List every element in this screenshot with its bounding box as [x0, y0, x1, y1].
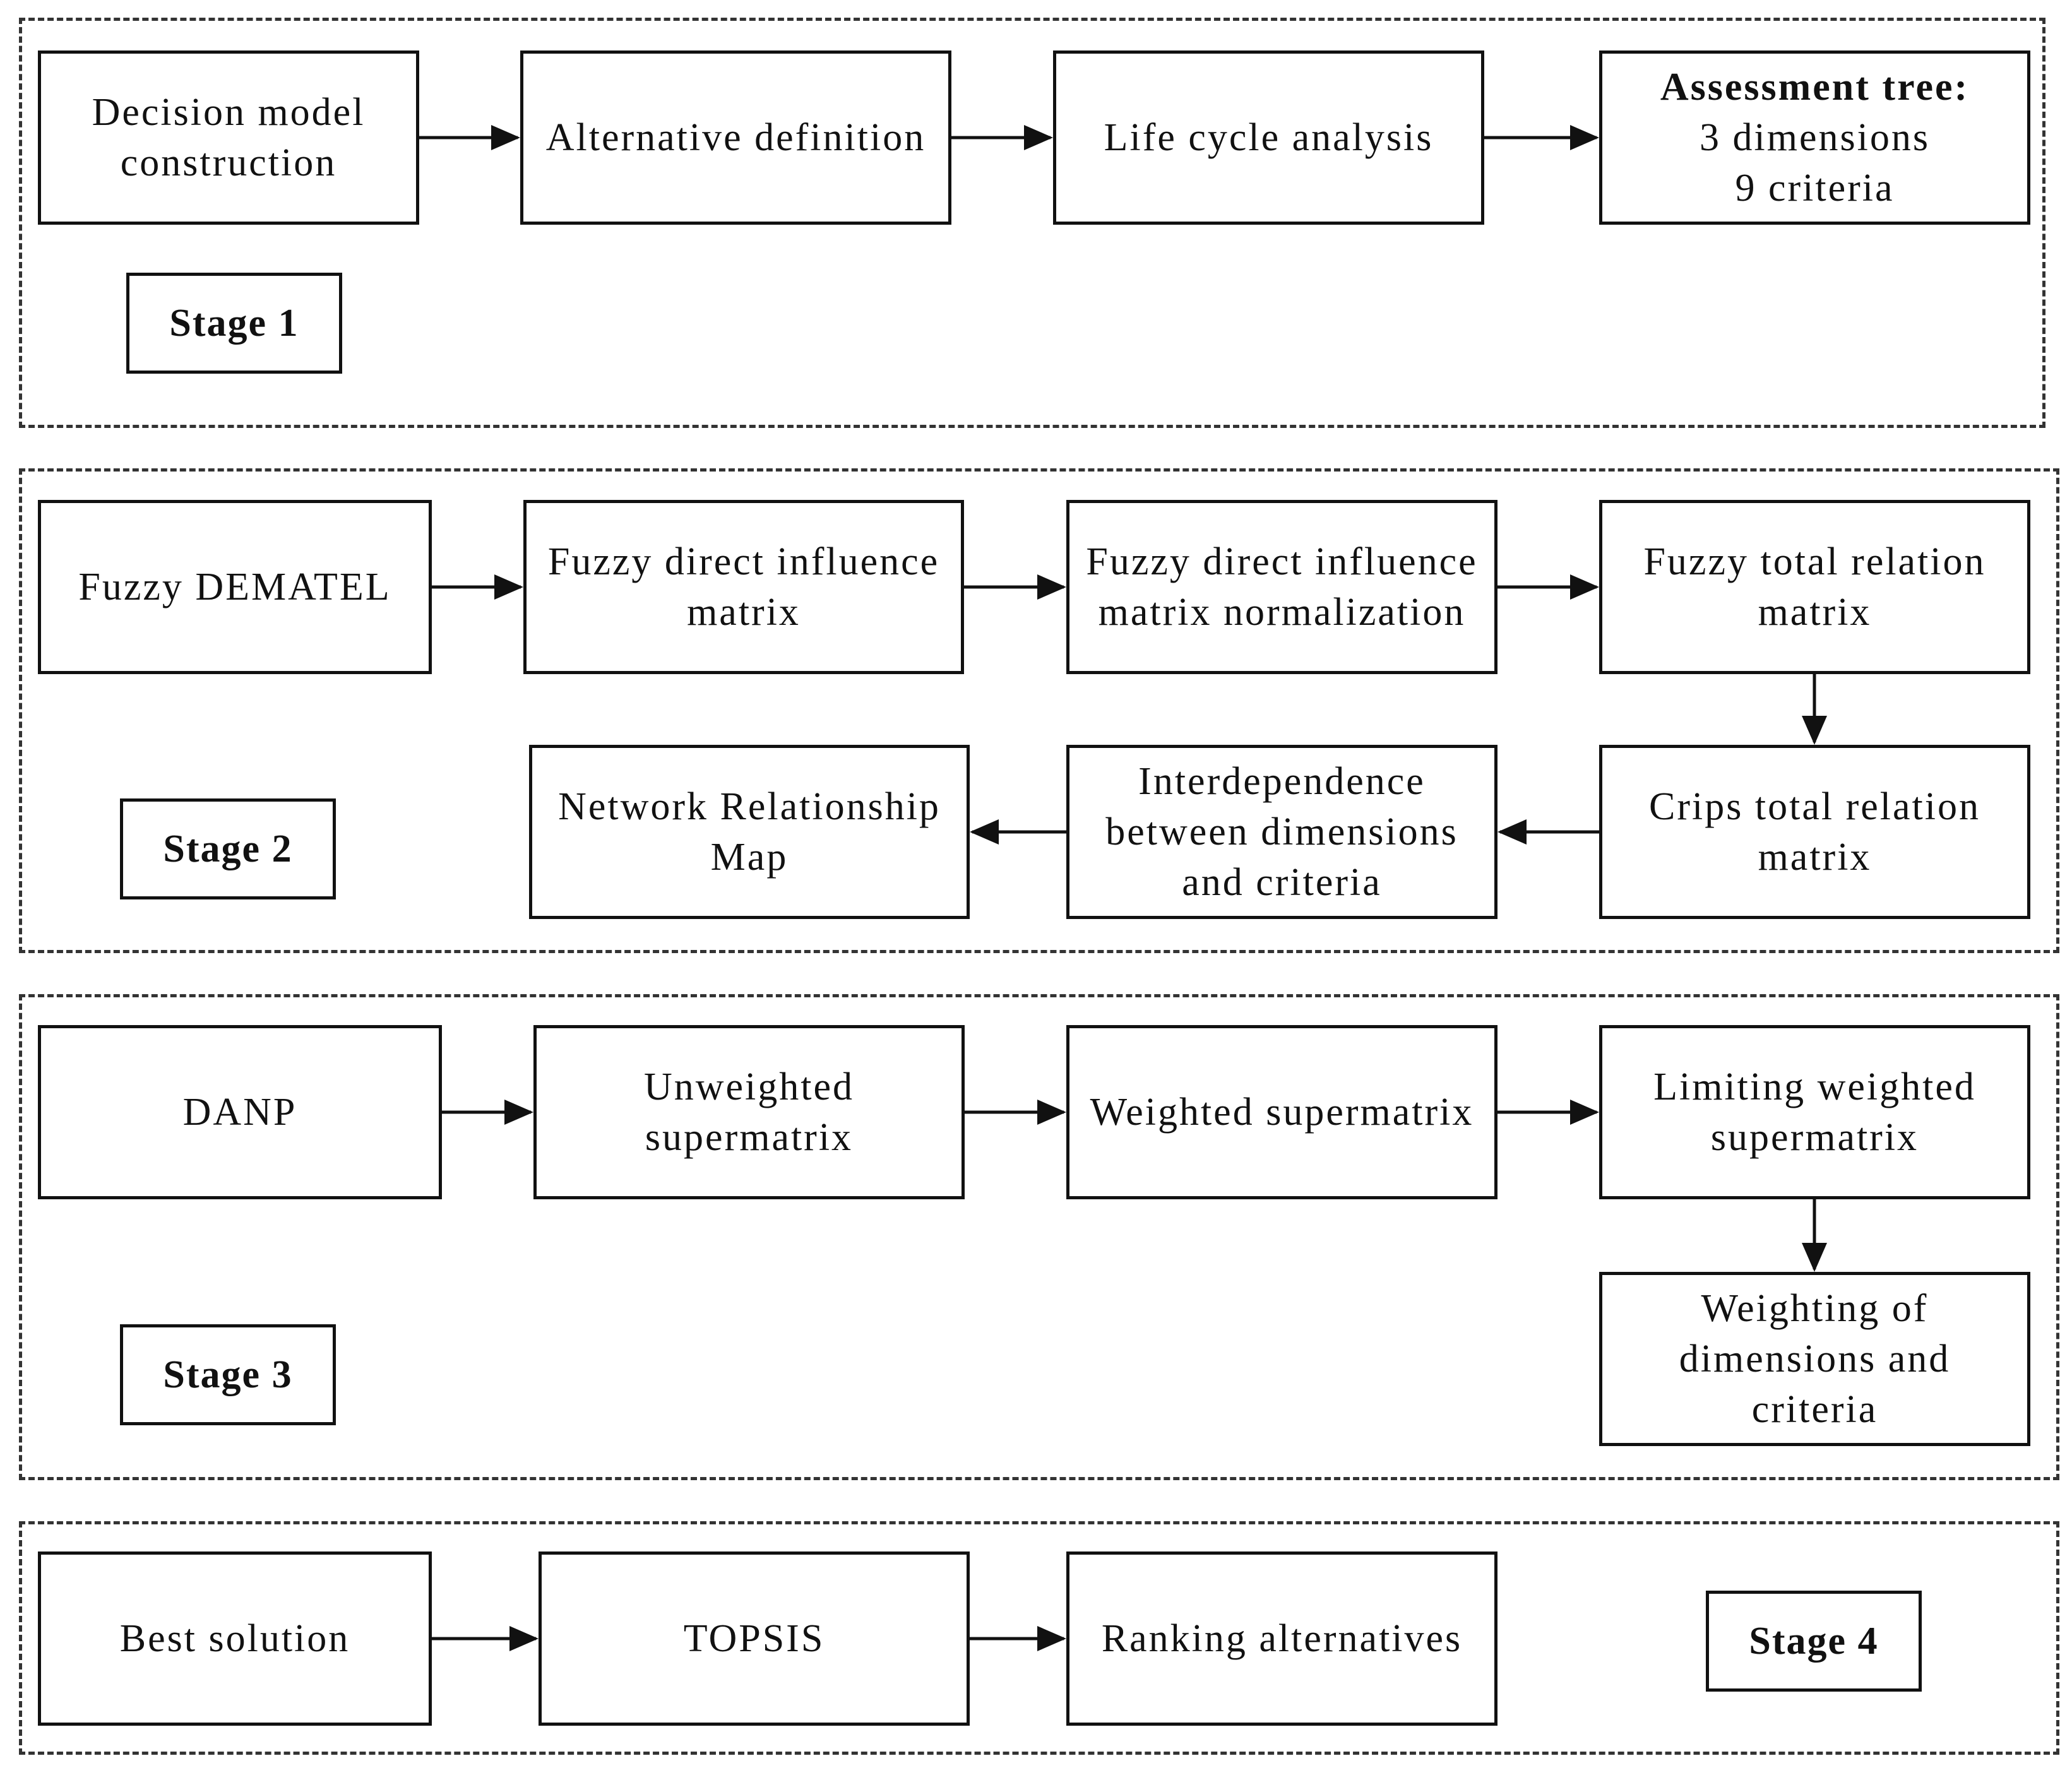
arrowhead-s1-3: [1570, 125, 1599, 150]
stage-4-frame: [19, 1521, 2059, 1755]
step-label: DANP: [182, 1091, 297, 1134]
assessment-tree-dimensions: 3 dimensions: [1700, 116, 1930, 159]
stage-label-text: Stage 4: [1749, 1619, 1879, 1663]
arrowhead-s2-4: [1802, 716, 1827, 745]
step-life-cycle-analysis: Life cycle analysis: [1053, 50, 1484, 225]
arrowhead-s2-1: [494, 574, 523, 600]
step-label: Best solution: [119, 1617, 350, 1660]
step-label: Weighting of dimensions and criteria: [1679, 1287, 1951, 1431]
stage-1-frame: [19, 18, 2045, 428]
step-crips-total-relation-matrix: Crips total relation matrix: [1599, 745, 2030, 919]
arrowhead-s4-2: [1037, 1626, 1066, 1651]
arrowhead-s2-2: [1037, 574, 1066, 600]
arrowhead-s1-1: [491, 125, 520, 150]
step-label: Fuzzy direct influence matrix normalizat…: [1086, 540, 1478, 634]
arrowhead-s4-1: [509, 1626, 539, 1651]
step-label: Network Relationship Map: [558, 785, 941, 879]
stage-1-label: Stage 1: [126, 273, 342, 374]
step-label: Weighted supermatrix: [1090, 1091, 1474, 1134]
stage-4-label: Stage 4: [1706, 1591, 1922, 1692]
assessment-tree-title: Assessment tree:: [1660, 66, 1970, 109]
stage-3-label: Stage 3: [120, 1324, 336, 1425]
stage-label-text: Stage 3: [163, 1353, 293, 1396]
step-fuzzy-direct-influence-normalization: Fuzzy direct influence matrix normalizat…: [1066, 500, 1497, 674]
step-label: Fuzzy direct influence matrix: [547, 540, 940, 634]
arrowhead-s3-2: [1037, 1100, 1066, 1125]
step-label: Interdependence between dimensions and c…: [1105, 760, 1458, 904]
arrowhead-s3-4: [1802, 1243, 1827, 1272]
step-label: Crips total relation matrix: [1649, 785, 1980, 879]
step-ranking-alternatives: Ranking alternatives: [1066, 1551, 1497, 1726]
step-weighting-dimensions-criteria: Weighting of dimensions and criteria: [1599, 1272, 2030, 1446]
step-limiting-weighted-supermatrix: Limiting weighted supermatrix: [1599, 1025, 2030, 1199]
step-network-relationship-map: Network Relationship Map: [529, 745, 970, 919]
step-danp: DANP: [38, 1025, 442, 1199]
step-label: Fuzzy DEMATEL: [78, 566, 391, 608]
step-label: TOPSIS: [683, 1617, 825, 1660]
stage-2-label: Stage 2: [120, 798, 336, 899]
arrowhead-s3-3: [1570, 1100, 1599, 1125]
stage-label-text: Stage 1: [169, 301, 299, 345]
step-alternative-definition: Alternative definition: [520, 50, 951, 225]
assessment-tree-box: Assessment tree: 3 dimensions 9 criteria: [1599, 50, 2030, 225]
step-label: Decision model construction: [92, 91, 366, 184]
step-unweighted-supermatrix: Unweighted supermatrix: [533, 1025, 965, 1199]
stage-2-frame: [19, 468, 2059, 953]
arrowhead-s1-2: [1024, 125, 1053, 150]
step-label: Alternative definition: [545, 116, 926, 159]
step-label: Life cycle analysis: [1104, 116, 1434, 159]
step-fuzzy-total-relation-matrix: Fuzzy total relation matrix: [1599, 500, 2030, 674]
step-weighted-supermatrix: Weighted supermatrix: [1066, 1025, 1497, 1199]
step-decision-model-construction: Decision model construction: [38, 50, 419, 225]
step-label: Limiting weighted supermatrix: [1653, 1065, 1976, 1159]
step-topsis: TOPSIS: [539, 1551, 970, 1726]
arrowhead-s2-3: [1570, 574, 1599, 600]
step-label: Ranking alternatives: [1101, 1617, 1463, 1660]
step-best-solution: Best solution: [38, 1551, 432, 1726]
stage-label-text: Stage 2: [163, 827, 293, 870]
assessment-tree-criteria: 9 criteria: [1735, 167, 1895, 210]
arrowhead-s2-5: [1497, 819, 1527, 845]
step-fuzzy-direct-influence-matrix: Fuzzy direct influence matrix: [523, 500, 964, 674]
stage-3-frame: [19, 994, 2059, 1480]
arrowhead-s2-6: [970, 819, 999, 845]
step-label: Unweighted supermatrix: [643, 1065, 855, 1159]
step-interdependence-dimensions-criteria: Interdependence between dimensions and c…: [1066, 745, 1497, 919]
step-label: Fuzzy total relation matrix: [1643, 540, 1986, 634]
step-fuzzy-dematel: Fuzzy DEMATEL: [38, 500, 432, 674]
arrowhead-s3-1: [504, 1100, 533, 1125]
